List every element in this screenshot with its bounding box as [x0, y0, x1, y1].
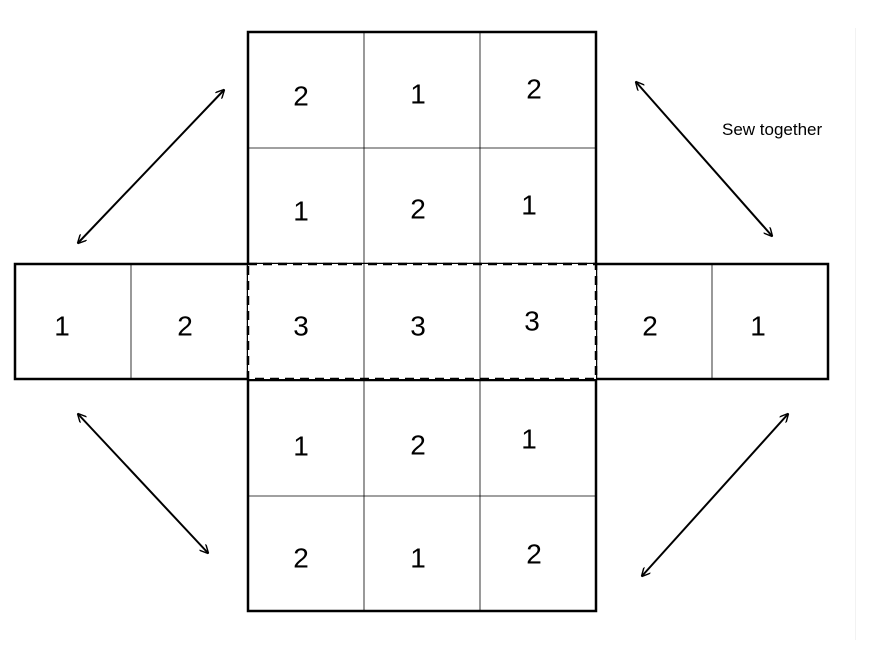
grid-cell: 1 [410, 79, 426, 110]
grid-cell: 1 [521, 190, 537, 221]
right-arm-cell: 2 [642, 311, 658, 342]
grid-cell: 2 [410, 194, 426, 225]
page-edge-line [855, 28, 856, 640]
arrow-bottom-right [642, 414, 788, 576]
center-cell: 3 [293, 311, 309, 342]
grid-cell: 2 [410, 430, 426, 461]
grid-cell: 2 [526, 74, 542, 105]
grid-cell: 1 [410, 543, 426, 574]
center-row [246, 262, 598, 381]
bottom-section [246, 378, 598, 613]
grid-cell: 2 [293, 81, 309, 112]
arrow-top-left [78, 90, 224, 243]
top-row-2: 1 2 1 [293, 190, 537, 227]
top-section [246, 30, 598, 266]
top-row-1: 2 1 2 [293, 74, 542, 112]
center-cell: 3 [524, 306, 540, 337]
center-cell: 3 [410, 311, 426, 342]
sew-together-label: Sew together [722, 120, 823, 139]
grid-cell: 1 [293, 431, 309, 462]
arrow-bottom-left [78, 414, 208, 553]
bottom-row-2: 2 1 2 [293, 539, 542, 574]
grid-cell: 2 [293, 543, 309, 574]
grid-cell: 1 [521, 424, 537, 455]
grid-cell: 1 [293, 196, 309, 227]
left-arm [13, 262, 250, 381]
arrow-top-right [636, 82, 772, 236]
left-arm-cell: 1 [54, 311, 70, 342]
right-arm [594, 262, 830, 381]
bottom-row-1: 1 2 1 [293, 424, 537, 462]
middle-row: 1 2 3 3 3 2 1 [54, 306, 766, 342]
right-arm-cell: 1 [750, 311, 766, 342]
grid-cell: 2 [526, 539, 542, 570]
left-arm-cell: 2 [177, 311, 193, 342]
